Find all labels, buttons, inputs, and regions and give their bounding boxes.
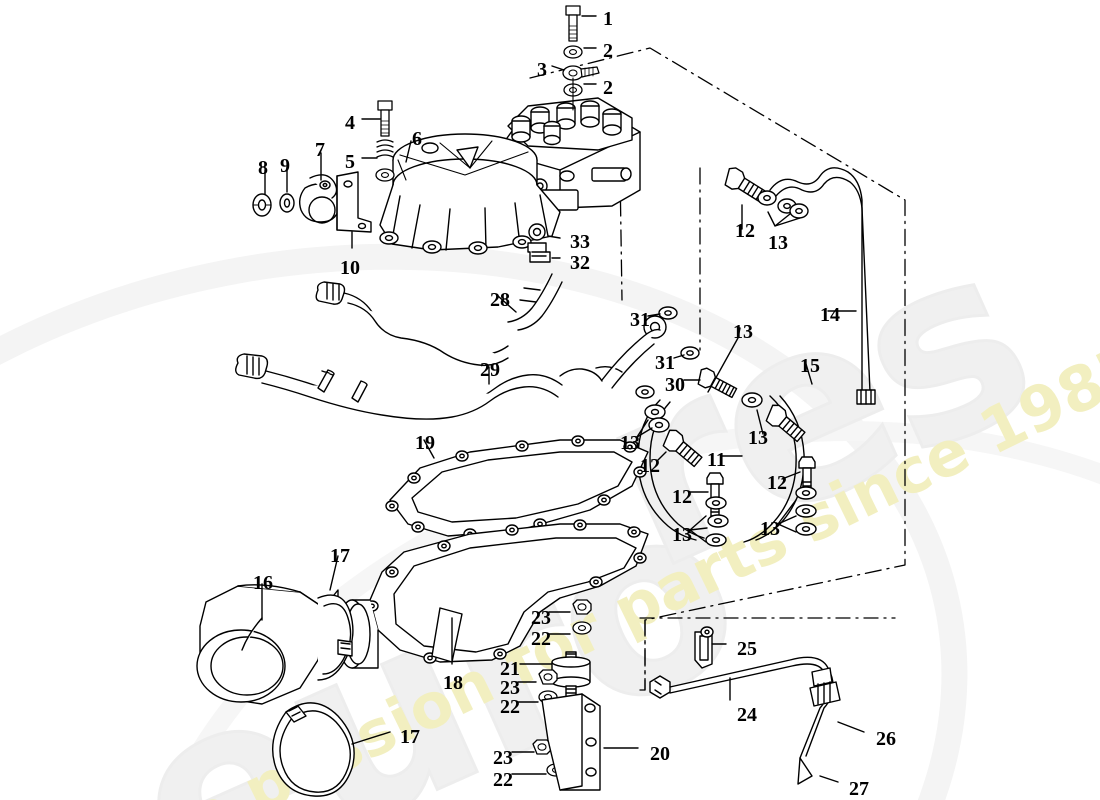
callout-fuel-line[interactable]: 29 xyxy=(480,359,500,381)
callout-washer[interactable]: 22 xyxy=(531,628,551,650)
callout-sealing-ring[interactable]: 13 xyxy=(748,427,768,449)
callout-hex-bolt[interactable]: 1 xyxy=(603,8,613,30)
callout-support-bracket[interactable]: 20 xyxy=(650,743,670,765)
callout-hollow-bolt[interactable]: 12 xyxy=(672,486,692,508)
callout-rubber-buffer[interactable]: 21 xyxy=(500,658,520,680)
callout-pipe-end[interactable]: 27 xyxy=(849,778,869,800)
callout-washer[interactable]: 2 xyxy=(603,40,613,62)
callout-union-nut[interactable]: 26 xyxy=(876,728,896,750)
callout-vacuum-pipe[interactable]: 24 xyxy=(737,704,757,726)
callout-hollow-bolt[interactable]: 30 xyxy=(665,374,685,396)
callout-bushing[interactable]: 8 xyxy=(258,157,268,179)
callout-intake-elbow-hose[interactable]: 16 xyxy=(253,572,273,594)
callout-spring[interactable]: 5 xyxy=(345,151,355,173)
callout-fuel-hose[interactable]: 11 xyxy=(707,449,726,471)
callout-hollow-bolt[interactable]: 12 xyxy=(735,220,755,242)
callout-sealing-ring[interactable]: 13 xyxy=(760,518,780,540)
callout-washer[interactable]: 9 xyxy=(280,155,290,177)
callout-sealing-ring[interactable]: 31 xyxy=(630,309,650,331)
callout-hose-clamp[interactable]: 17 xyxy=(400,726,420,748)
callout-retaining-clip[interactable]: 25 xyxy=(737,638,757,660)
callout-washer[interactable]: 22 xyxy=(500,696,520,718)
callout-sealing-ring[interactable]: 13 xyxy=(733,321,753,343)
callout-bracket[interactable]: 10 xyxy=(340,257,360,279)
callout-nut[interactable]: 23 xyxy=(531,607,551,629)
callout-washer[interactable]: 22 xyxy=(493,769,513,791)
callout-washer[interactable]: 2 xyxy=(603,77,613,99)
callout-washer[interactable]: 6 xyxy=(412,128,422,150)
callout-hollow-bolt[interactable]: 12 xyxy=(640,455,660,477)
callout-rubber-mount-clamp[interactable]: 7 xyxy=(315,139,325,161)
callout-sealing-ring[interactable]: 13 xyxy=(768,232,788,254)
callout-hex-bolt[interactable]: 4 xyxy=(345,112,355,134)
callout-hose-clamp[interactable]: 17 xyxy=(330,545,350,567)
callout-sealing-ring[interactable]: 31 xyxy=(655,352,675,374)
callout-fuel-hose[interactable]: 28 xyxy=(490,289,510,311)
callout-banjo-fitting[interactable]: 3 xyxy=(537,59,547,81)
callout-sealing-ring[interactable]: 13 xyxy=(672,524,692,546)
callout-fuel-pipe[interactable]: 14 xyxy=(820,304,840,326)
callout-intake-manifold[interactable]: 18 xyxy=(443,672,463,694)
callout-seal[interactable]: 33 xyxy=(570,231,590,253)
callout-fuel-hose[interactable]: 15 xyxy=(800,355,820,377)
callout-connector[interactable]: 32 xyxy=(570,252,590,274)
callout-sealing-ring[interactable]: 13 xyxy=(620,432,640,454)
callout-nut[interactable]: 23 xyxy=(493,747,513,769)
callout-nut[interactable]: 23 xyxy=(500,677,520,699)
callout-gasket[interactable]: 19 xyxy=(415,432,435,454)
callout-hollow-bolt[interactable]: 12 xyxy=(767,472,787,494)
